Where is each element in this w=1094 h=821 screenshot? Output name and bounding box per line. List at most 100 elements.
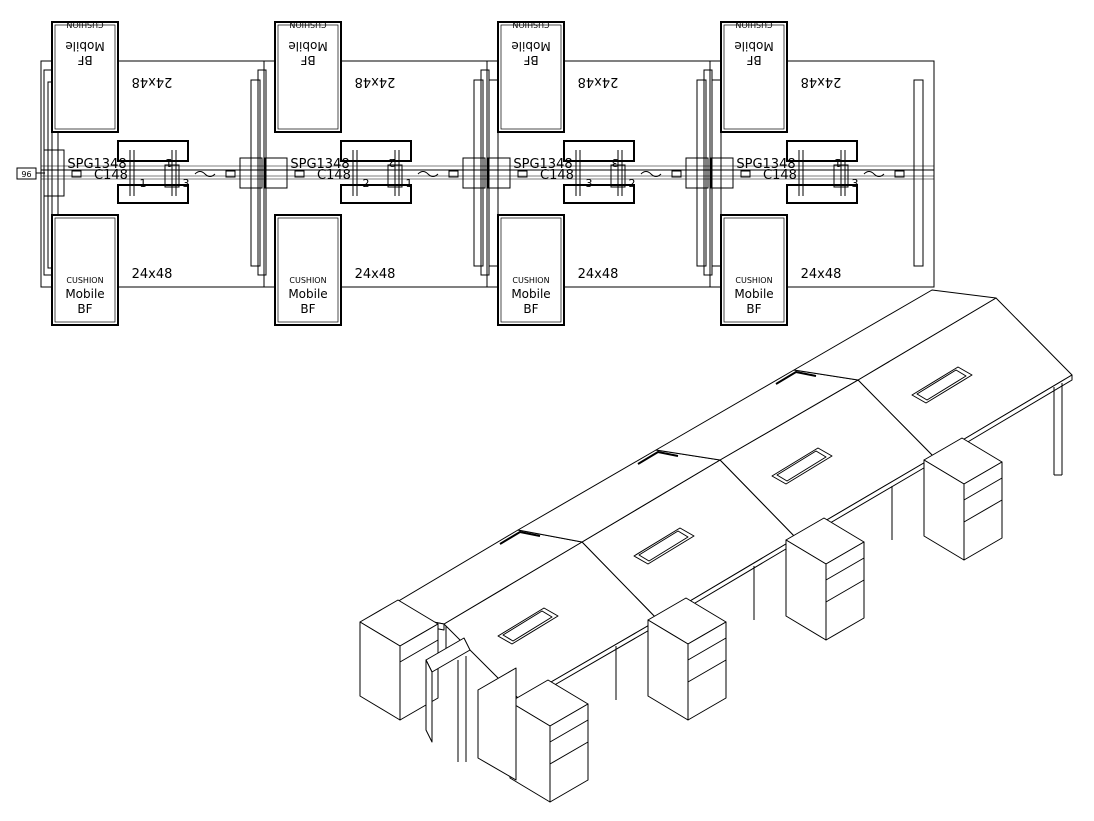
support-bracket	[637, 451, 679, 465]
pedestal-label-bottom: CUSHION	[735, 276, 772, 285]
leg-number: 1	[406, 177, 413, 190]
cable-clip	[894, 170, 905, 178]
power-cable	[194, 171, 216, 177]
leg-number: 3	[183, 177, 190, 190]
cable-clip	[71, 170, 82, 178]
pedestal-label-bottom: BF	[523, 302, 538, 316]
desk-top	[793, 289, 997, 381]
pedestal-label-bottom: CUSHION	[289, 276, 326, 285]
leg-number: 3	[852, 177, 859, 190]
pedestal-label-bottom: Mobile	[288, 287, 327, 301]
power-cable	[640, 171, 662, 177]
pedestal-label-bottom: Mobile	[65, 287, 104, 301]
cable-clip	[448, 170, 459, 178]
cable-clip	[740, 170, 751, 178]
connector	[239, 157, 263, 189]
isometric-view	[359, 289, 1073, 803]
connector	[264, 157, 288, 189]
workstation-plan: CUSHIONMobileBFCUSHIONMobileBF24x4824x48…	[720, 20, 859, 326]
leg-number: 1	[166, 156, 173, 169]
panel-code: SPG1348	[513, 157, 572, 172]
leg-number: 2	[363, 177, 370, 190]
side-support	[250, 69, 267, 276]
desk-size-top: 24x48	[578, 74, 619, 89]
workstation-plan: CUSHIONMobileBFCUSHIONMobileBF24x4824x48…	[51, 20, 190, 326]
leg-number: 1	[140, 177, 147, 190]
side-support	[696, 69, 722, 276]
pedestal-label-bottom: BF	[746, 302, 761, 316]
mobile-pedestal	[647, 597, 727, 721]
cable-grommet	[911, 366, 973, 404]
grommet-code: C148	[94, 168, 128, 183]
grommet-code: C148	[763, 168, 797, 183]
panel-code: SPG1348	[67, 157, 126, 172]
leg-number: 3	[586, 177, 593, 190]
keyboard-tray	[563, 140, 635, 204]
cable-clip	[225, 170, 236, 178]
pedestal-label-top: CUSHION	[512, 20, 549, 29]
pedestal-label-top: Mobile	[288, 39, 327, 53]
plan-view: 96	[16, 20, 935, 326]
keyboard-tray	[117, 140, 189, 204]
keyboard-tray	[786, 140, 858, 204]
desk-size-top: 24x48	[132, 74, 173, 89]
side-support	[473, 69, 499, 276]
desk-size-bottom: 24x48	[132, 267, 173, 282]
connector	[685, 157, 709, 189]
pedestal-label-bottom: BF	[300, 302, 315, 316]
mobile-pedestal	[923, 437, 1003, 561]
desk-size-bottom: 24x48	[355, 267, 396, 282]
pedestal-label-top: Mobile	[511, 39, 550, 53]
cable-grommet	[771, 447, 833, 485]
cable-grommet	[633, 527, 695, 565]
power-cable	[417, 171, 439, 177]
desk-size-top: 24x48	[801, 74, 842, 89]
grommet-code: C148	[540, 168, 574, 183]
connector	[487, 157, 511, 189]
pedestal-label-bottom: Mobile	[511, 287, 550, 301]
pedestal-label-top: BF	[300, 53, 315, 67]
connector	[462, 157, 486, 189]
mobile-pedestal	[509, 679, 589, 803]
pedestal-label-bottom: Mobile	[734, 287, 773, 301]
pedestal-label-top: BF	[523, 53, 538, 67]
mobile-pedestal	[425, 637, 517, 781]
cable-grommet	[497, 607, 559, 645]
panel-code: SPG1348	[290, 157, 349, 172]
keyboard-tray	[340, 140, 412, 204]
support-bracket	[499, 531, 541, 545]
desk-size-top: 24x48	[355, 74, 396, 89]
connector	[710, 157, 734, 189]
pedestal-label-top: CUSHION	[66, 20, 103, 29]
pedestal-label-top: Mobile	[734, 39, 773, 53]
pedestal-label-top: BF	[746, 53, 761, 67]
leg-number: 2	[389, 156, 396, 169]
workstation-plan: CUSHIONMobileBFCUSHIONMobileBF24x4824x48…	[497, 20, 636, 326]
dimension-tag: 96	[21, 170, 31, 179]
connector	[43, 149, 65, 197]
power-cable	[863, 171, 885, 177]
desk-size-bottom: 24x48	[578, 267, 619, 282]
panel-code: SPG1348	[736, 157, 795, 172]
cable-clip	[517, 170, 528, 178]
pedestal-label-top: CUSHION	[735, 20, 772, 29]
pedestal-label-bottom: CUSHION	[66, 276, 103, 285]
end-support	[913, 79, 924, 267]
leg-number: 3	[612, 156, 619, 169]
leg-number: 2	[629, 177, 636, 190]
pedestal-label-bottom: CUSHION	[512, 276, 549, 285]
support-bracket	[775, 371, 817, 385]
pedestal-label-bottom: BF	[77, 302, 92, 316]
mobile-pedestal	[785, 517, 865, 641]
grommet-code: C148	[317, 168, 351, 183]
pedestal-label-top: CUSHION	[289, 20, 326, 29]
